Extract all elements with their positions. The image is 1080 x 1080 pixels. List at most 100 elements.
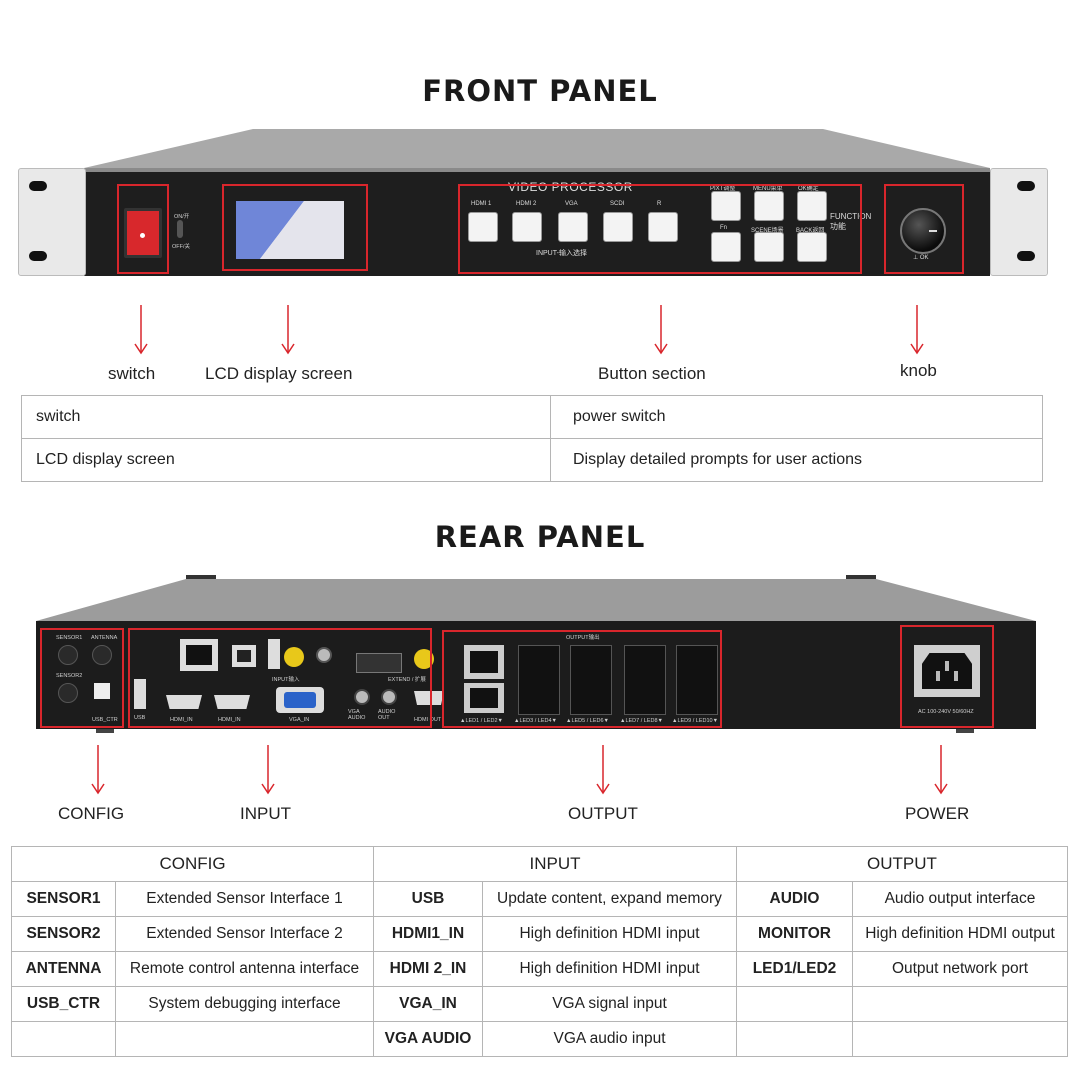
function-button-label: Fn [720, 225, 728, 231]
table-header: OUTPUT [736, 846, 1068, 882]
usb-a-port[interactable] [268, 639, 280, 669]
ethernet-port[interactable] [180, 639, 218, 671]
fn-button[interactable] [711, 232, 741, 262]
function-button-label: PIXT调整 [710, 186, 736, 192]
table-cell: HDMI1_IN [373, 916, 483, 952]
menu-button[interactable] [754, 191, 784, 221]
output-port-label: ▲LED3 / LED4▼ [514, 718, 557, 724]
table-cell: Update content, expand memory [482, 881, 737, 917]
table-cell [852, 1021, 1068, 1057]
antenna-port[interactable] [92, 645, 112, 665]
table-cell: VGA AUDIO [373, 1021, 483, 1057]
input-port-label: HDMI_IN [218, 717, 241, 723]
card-slot[interactable] [356, 653, 402, 673]
table-cell: Extended Sensor Interface 1 [115, 881, 374, 917]
led9-10-port[interactable] [676, 645, 718, 715]
callout-button-section: Button section [598, 364, 706, 383]
sdi-input-button[interactable] [603, 212, 633, 242]
config-port-label: ANTENNA [91, 635, 118, 641]
table-cell: High definition HDMI input [482, 916, 737, 952]
back-button[interactable] [797, 232, 827, 262]
arrow-down-icon [134, 305, 148, 355]
table-cell: MONITOR [736, 916, 853, 952]
table-cell [11, 1021, 116, 1057]
lcd-display-screen [236, 201, 344, 259]
arrow-down-icon [281, 305, 295, 355]
arrow-down-icon [910, 305, 924, 355]
led2-port[interactable] [464, 683, 504, 713]
table-cell: USB [373, 881, 483, 917]
function-button-label: SCENE场景 [751, 228, 784, 234]
input-button-label: SCDI [610, 201, 625, 207]
table-cell: SENSOR2 [11, 916, 116, 952]
table-cell [115, 1021, 374, 1057]
on-label: ON/开 [174, 214, 190, 220]
scene-button[interactable] [754, 232, 784, 262]
front-panel-table: switch power switch LCD display screen D… [21, 395, 1043, 482]
arrow-down-icon [654, 305, 668, 355]
table-row: switch power switch [21, 395, 1043, 439]
table-cell: SENSOR1 [11, 881, 116, 917]
callout-power: POWER [905, 804, 970, 823]
table-header: INPUT [373, 846, 737, 882]
vga-input-button[interactable] [558, 212, 588, 242]
table-cell: ANTENNA [11, 951, 116, 987]
hdmi2-input-button[interactable] [512, 212, 542, 242]
input-button-label: HDMI 2 [516, 201, 537, 207]
usb-b-port[interactable] [232, 645, 256, 667]
hdmi-in-2-port[interactable] [214, 695, 250, 709]
table-cell: Display detailed prompts for user action… [550, 438, 1043, 482]
sensor2-port[interactable] [58, 683, 78, 703]
pixt-button[interactable] [711, 191, 741, 221]
table-row: SENSOR1 Extended Sensor Interface 1 USB … [11, 881, 1068, 917]
led3-4-port[interactable] [518, 645, 560, 715]
callout-knob: knob [900, 361, 937, 380]
table-cell: System debugging interface [115, 986, 374, 1022]
function-button-label: OK确定 [798, 186, 819, 192]
function-button-label: BACK返回 [796, 228, 825, 234]
r-input-button[interactable] [648, 212, 678, 242]
config-port-label: USB_CTR [92, 717, 118, 723]
button-section-highlight [458, 184, 862, 274]
rack-ear-left [18, 168, 86, 276]
yellow-jack[interactable] [414, 649, 434, 669]
yellow-jack[interactable] [284, 647, 304, 667]
table-header-row: CONFIG INPUT OUTPUT [11, 846, 1068, 882]
input-port-label: HDMI_IN [170, 717, 193, 723]
sensor1-port[interactable] [58, 645, 78, 665]
rack-ear-right [990, 168, 1048, 276]
audio-jack[interactable] [316, 647, 332, 663]
ok-button[interactable] [797, 191, 827, 221]
output-highlight [442, 630, 722, 728]
power-inlet[interactable] [914, 645, 980, 697]
table-cell: VGA audio input [482, 1021, 737, 1057]
input-port-label: VGA_IN [289, 717, 310, 723]
output-caption: OUTPUT输出 [566, 635, 600, 641]
audio-out-jack[interactable] [381, 689, 397, 705]
usb-port[interactable] [134, 679, 146, 709]
input-button-label: HDMI 1 [471, 201, 492, 207]
knob[interactable] [900, 208, 946, 254]
input-caption: INPUT输入 [272, 677, 300, 683]
arrow-down-icon [91, 745, 105, 795]
table-cell: USB_CTR [11, 986, 116, 1022]
rear-panel-device: SENSOR1 ANTENNA SENSOR2 USB_CTR USB INPU… [36, 575, 1036, 735]
table-cell [852, 986, 1068, 1022]
front-panel-title: FRONT PANEL [422, 74, 658, 108]
rear-panel-title: REAR PANEL [434, 520, 646, 554]
table-cell [736, 986, 853, 1022]
led1-port[interactable] [464, 645, 504, 679]
vga-audio-jack[interactable] [354, 689, 370, 705]
hdmi-in-1-port[interactable] [166, 695, 202, 709]
vga-in-port[interactable] [276, 687, 324, 713]
table-cell: VGA signal input [482, 986, 737, 1022]
usb-ctr-port[interactable] [94, 683, 110, 699]
led5-6-port[interactable] [570, 645, 612, 715]
power-switch[interactable] [124, 208, 162, 258]
hdmi1-input-button[interactable] [468, 212, 498, 242]
power-indicator [177, 220, 183, 238]
table-cell: switch [21, 395, 551, 439]
hdmi-out-port[interactable] [414, 691, 444, 705]
led7-8-port[interactable] [624, 645, 666, 715]
input-button-label: VGA [565, 201, 578, 207]
